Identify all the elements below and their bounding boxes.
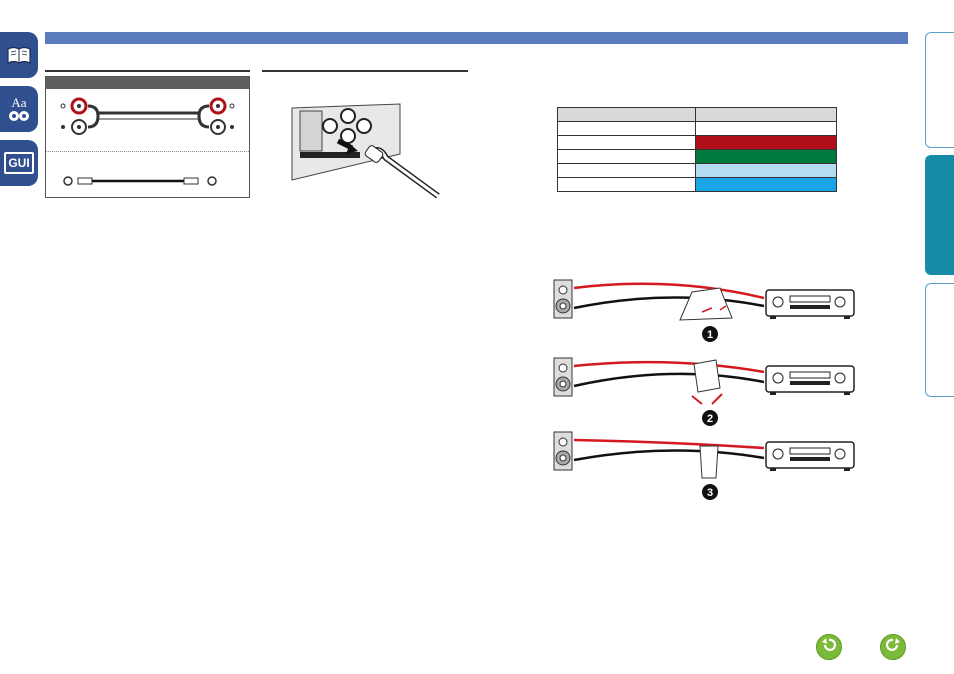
right-tab-3[interactable] <box>925 283 954 397</box>
color-table-header <box>557 107 837 122</box>
section-rule-left <box>45 70 250 72</box>
forward-arrow-icon <box>884 636 902 659</box>
glossary-icon <box>7 109 31 123</box>
gui-label: GUI <box>8 156 30 170</box>
gui-tab[interactable]: GUI <box>0 140 38 186</box>
label-step-1: 1 <box>553 279 855 342</box>
cable-label-steps-illustration: 1 2 3 <box>553 279 855 500</box>
color-table-row <box>557 149 837 164</box>
color-table-row <box>557 135 837 150</box>
color-table-header-cell <box>695 107 837 122</box>
color-code-table <box>557 107 837 192</box>
contents-tab[interactable] <box>0 32 38 78</box>
cable-box-header <box>46 77 249 89</box>
step-number-2: 2 <box>707 413 713 425</box>
cable-illustration-box <box>45 76 250 198</box>
rca-cable-illustration <box>60 97 235 186</box>
color-swatch-white <box>695 121 837 136</box>
step-number-3: 3 <box>707 487 713 499</box>
section-rule-middle <box>262 70 468 72</box>
forward-button[interactable] <box>880 634 906 660</box>
back-button[interactable] <box>816 634 842 660</box>
color-swatch-blue <box>695 177 837 192</box>
label-step-3: 3 <box>553 431 855 500</box>
back-arrow-icon <box>820 636 838 659</box>
rear-panel-illustration <box>291 103 440 199</box>
cable-box-divider <box>46 151 249 152</box>
glossary-tab[interactable]: Aa <box>0 86 38 132</box>
gui-icon: GUI <box>4 152 34 174</box>
glossary-label: Aa <box>11 94 27 110</box>
step-number-1: 1 <box>707 329 713 341</box>
label-step-2: 2 <box>553 357 855 426</box>
color-table-row <box>557 163 837 178</box>
color-table-row <box>557 177 837 192</box>
header-bar <box>45 32 908 44</box>
color-table-row <box>557 121 837 136</box>
right-tab-1[interactable] <box>925 32 954 148</box>
color-swatch-light-blue <box>695 163 837 178</box>
color-swatch-green <box>695 149 837 164</box>
book-icon <box>5 42 33 68</box>
color-swatch-red <box>695 135 837 150</box>
color-table-header-cell <box>557 107 696 122</box>
right-tab-2[interactable] <box>925 155 954 275</box>
